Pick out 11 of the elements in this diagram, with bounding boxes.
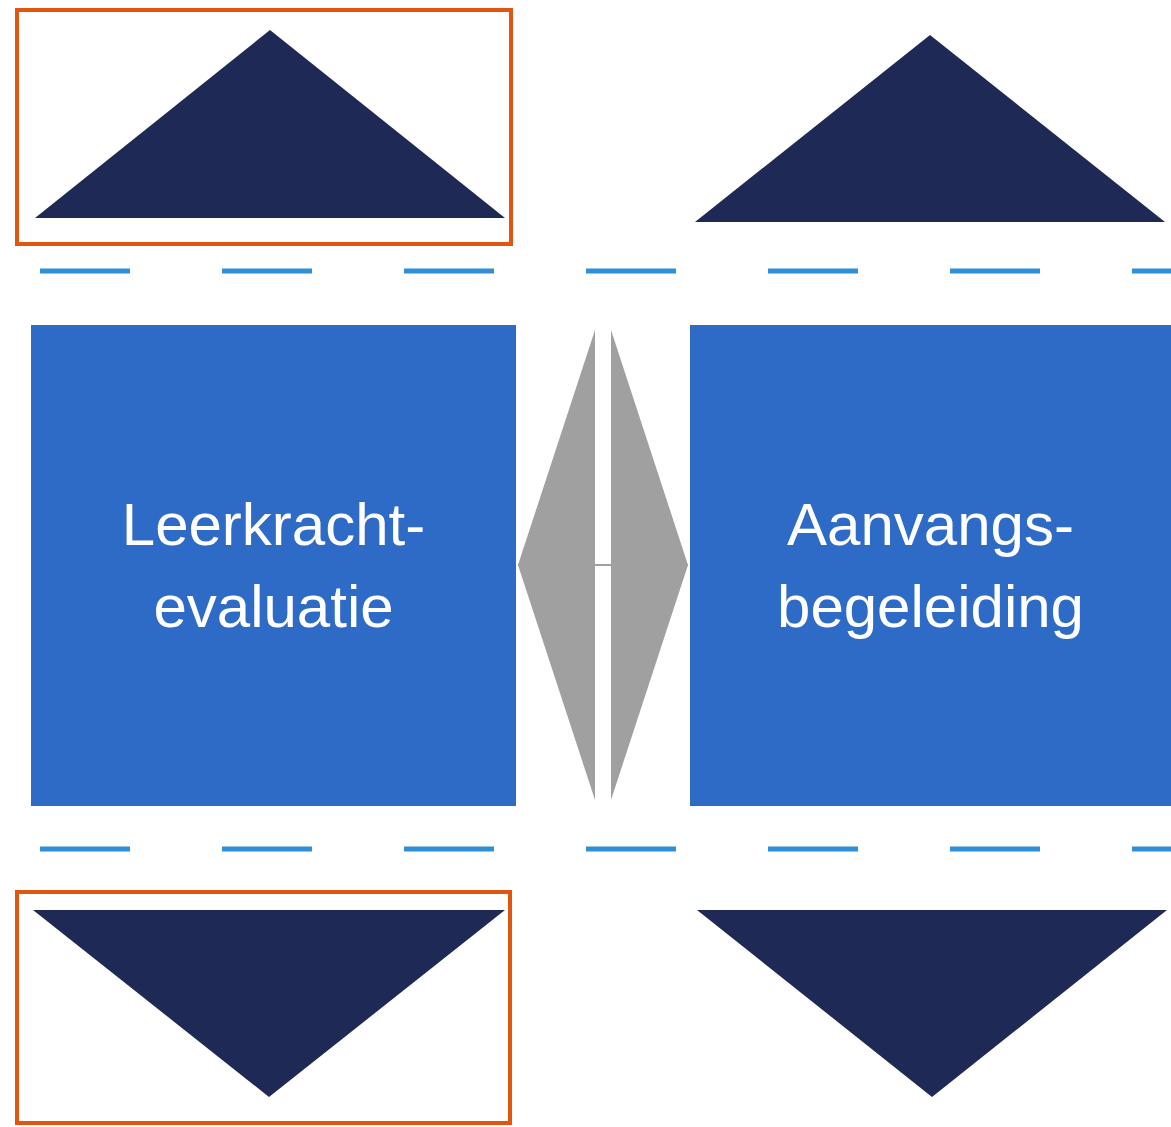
highlight-frame (15, 8, 513, 246)
triangle (35, 30, 505, 218)
double-arrow (517, 330, 689, 800)
box-label: Leerkracht- evaluatie (120, 489, 427, 642)
box-label: Aanvangs- begeleiding (776, 489, 1085, 642)
triangle (33, 910, 505, 1097)
process-box (31, 325, 516, 806)
triangle (697, 910, 1167, 1097)
highlight-frame (15, 890, 512, 1125)
process-box (690, 325, 1171, 806)
triangle (695, 35, 1165, 222)
